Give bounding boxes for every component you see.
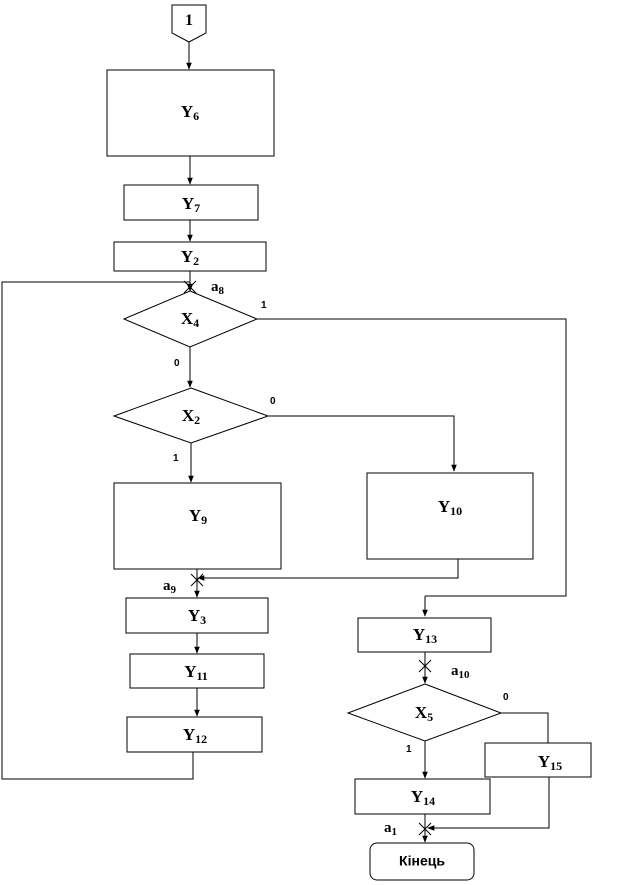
process-y7: Y7	[123, 184, 259, 221]
start-connector-label: 1	[185, 12, 193, 29]
process-y6: Y6	[106, 69, 275, 157]
line-loop-y12-to-a8	[1, 281, 194, 780]
start-connector: 1	[171, 4, 207, 43]
process-y14-label: Y14	[411, 787, 435, 808]
edge-x5-no-label: 0	[503, 692, 509, 703]
process-y7-label: Y7	[182, 194, 200, 215]
process-y10: Y10	[366, 472, 534, 560]
process-y12: Y12	[126, 716, 263, 753]
terminal-end-label: Кінець	[399, 853, 445, 869]
arrow-x2-no-to-y10	[268, 415, 457, 472]
decision-x5: X5	[346, 683, 503, 742]
edge-x2-no-label: 0	[270, 396, 276, 407]
edge-x2-yes-label: 1	[173, 453, 179, 464]
decision-x5-label: X5	[415, 703, 433, 724]
decision-x2: X2	[112, 387, 270, 444]
decision-x4-label: X4	[181, 309, 199, 330]
process-y3-label: Y3	[188, 606, 206, 627]
edge-x4-no-label: 0	[174, 358, 180, 369]
edge-x4-yes-label: 1	[261, 300, 267, 311]
process-y12-label: Y12	[183, 725, 207, 746]
state-a8: a8	[211, 279, 225, 297]
process-y11-label: Y11	[184, 662, 208, 683]
process-y15-label: Y15	[538, 752, 562, 773]
process-y11: Y11	[129, 653, 265, 689]
decision-x2-label: X2	[182, 406, 200, 427]
decision-x4: X4	[122, 290, 259, 348]
process-y13: Y13	[357, 617, 492, 653]
process-y14: Y14	[354, 778, 491, 815]
process-y6-label: Y6	[181, 102, 199, 123]
edge-x5-yes-label: 1	[406, 744, 412, 755]
process-y3: Y3	[125, 597, 269, 634]
junction-a10-mark	[418, 659, 432, 673]
line-x4-yes-to-y13	[257, 318, 567, 597]
process-y9: Y9	[113, 482, 282, 570]
junction-a9-mark	[190, 573, 204, 587]
process-y9-label: Y9	[189, 506, 207, 527]
process-y2: Y2	[113, 241, 267, 272]
process-y2-label: Y2	[181, 247, 199, 268]
arrow-y10-to-a9	[197, 559, 459, 581]
line-x5-no-to-y15	[501, 712, 549, 743]
state-a1: a1	[384, 820, 397, 838]
process-y13-label: Y13	[413, 625, 437, 646]
process-y10-label: Y10	[438, 497, 462, 518]
process-y15: Y15	[484, 742, 592, 778]
arrow-y15-to-a1	[427, 777, 550, 831]
junction-a1-mark	[418, 822, 432, 836]
terminal-end: Кінець	[369, 842, 475, 881]
state-a9: a9	[163, 578, 177, 596]
state-a10: a10	[451, 663, 470, 681]
